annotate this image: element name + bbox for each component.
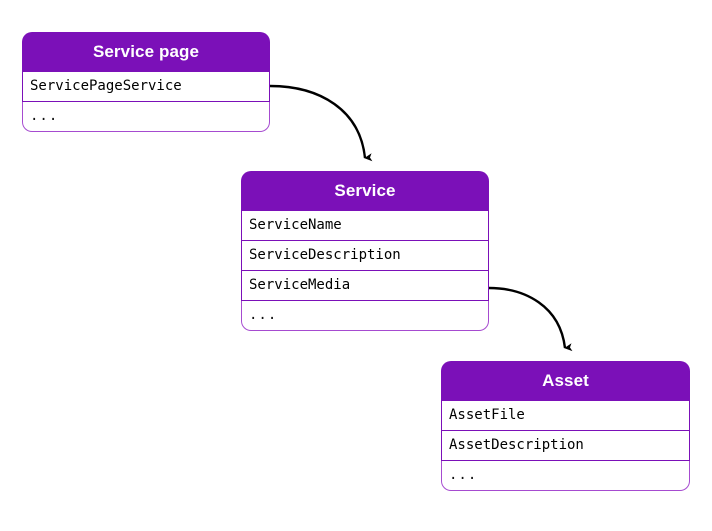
entity-service[interactable]: Service ServiceName ServiceDescription S… — [241, 171, 489, 331]
entity-title-service: Service — [241, 171, 489, 211]
entity-field-servicedescription[interactable]: ServiceDescription — [241, 241, 489, 271]
entity-field-assetfile[interactable]: AssetFile — [441, 401, 690, 431]
entity-title-service-page: Service page — [22, 32, 270, 72]
connector-servicepageservice-to-service — [269, 84, 373, 162]
entity-field-servicename[interactable]: ServiceName — [241, 211, 489, 241]
entity-field-servicepageservice[interactable]: ServicePageService — [22, 72, 270, 102]
entity-field-assetdescription[interactable]: AssetDescription — [441, 431, 690, 461]
entity-field-servicemedia[interactable]: ServiceMedia — [241, 271, 489, 301]
entity-title-asset: Asset — [441, 361, 690, 401]
entity-field-more-service[interactable]: ... — [241, 301, 489, 331]
connector-servicemedia-to-asset — [488, 286, 573, 352]
entity-service-page[interactable]: Service page ServicePageService ... — [22, 32, 270, 132]
entity-field-more-asset[interactable]: ... — [441, 461, 690, 491]
entity-asset[interactable]: Asset AssetFile AssetDescription ... — [441, 361, 690, 491]
entity-field-more-service-page[interactable]: ... — [22, 102, 270, 132]
